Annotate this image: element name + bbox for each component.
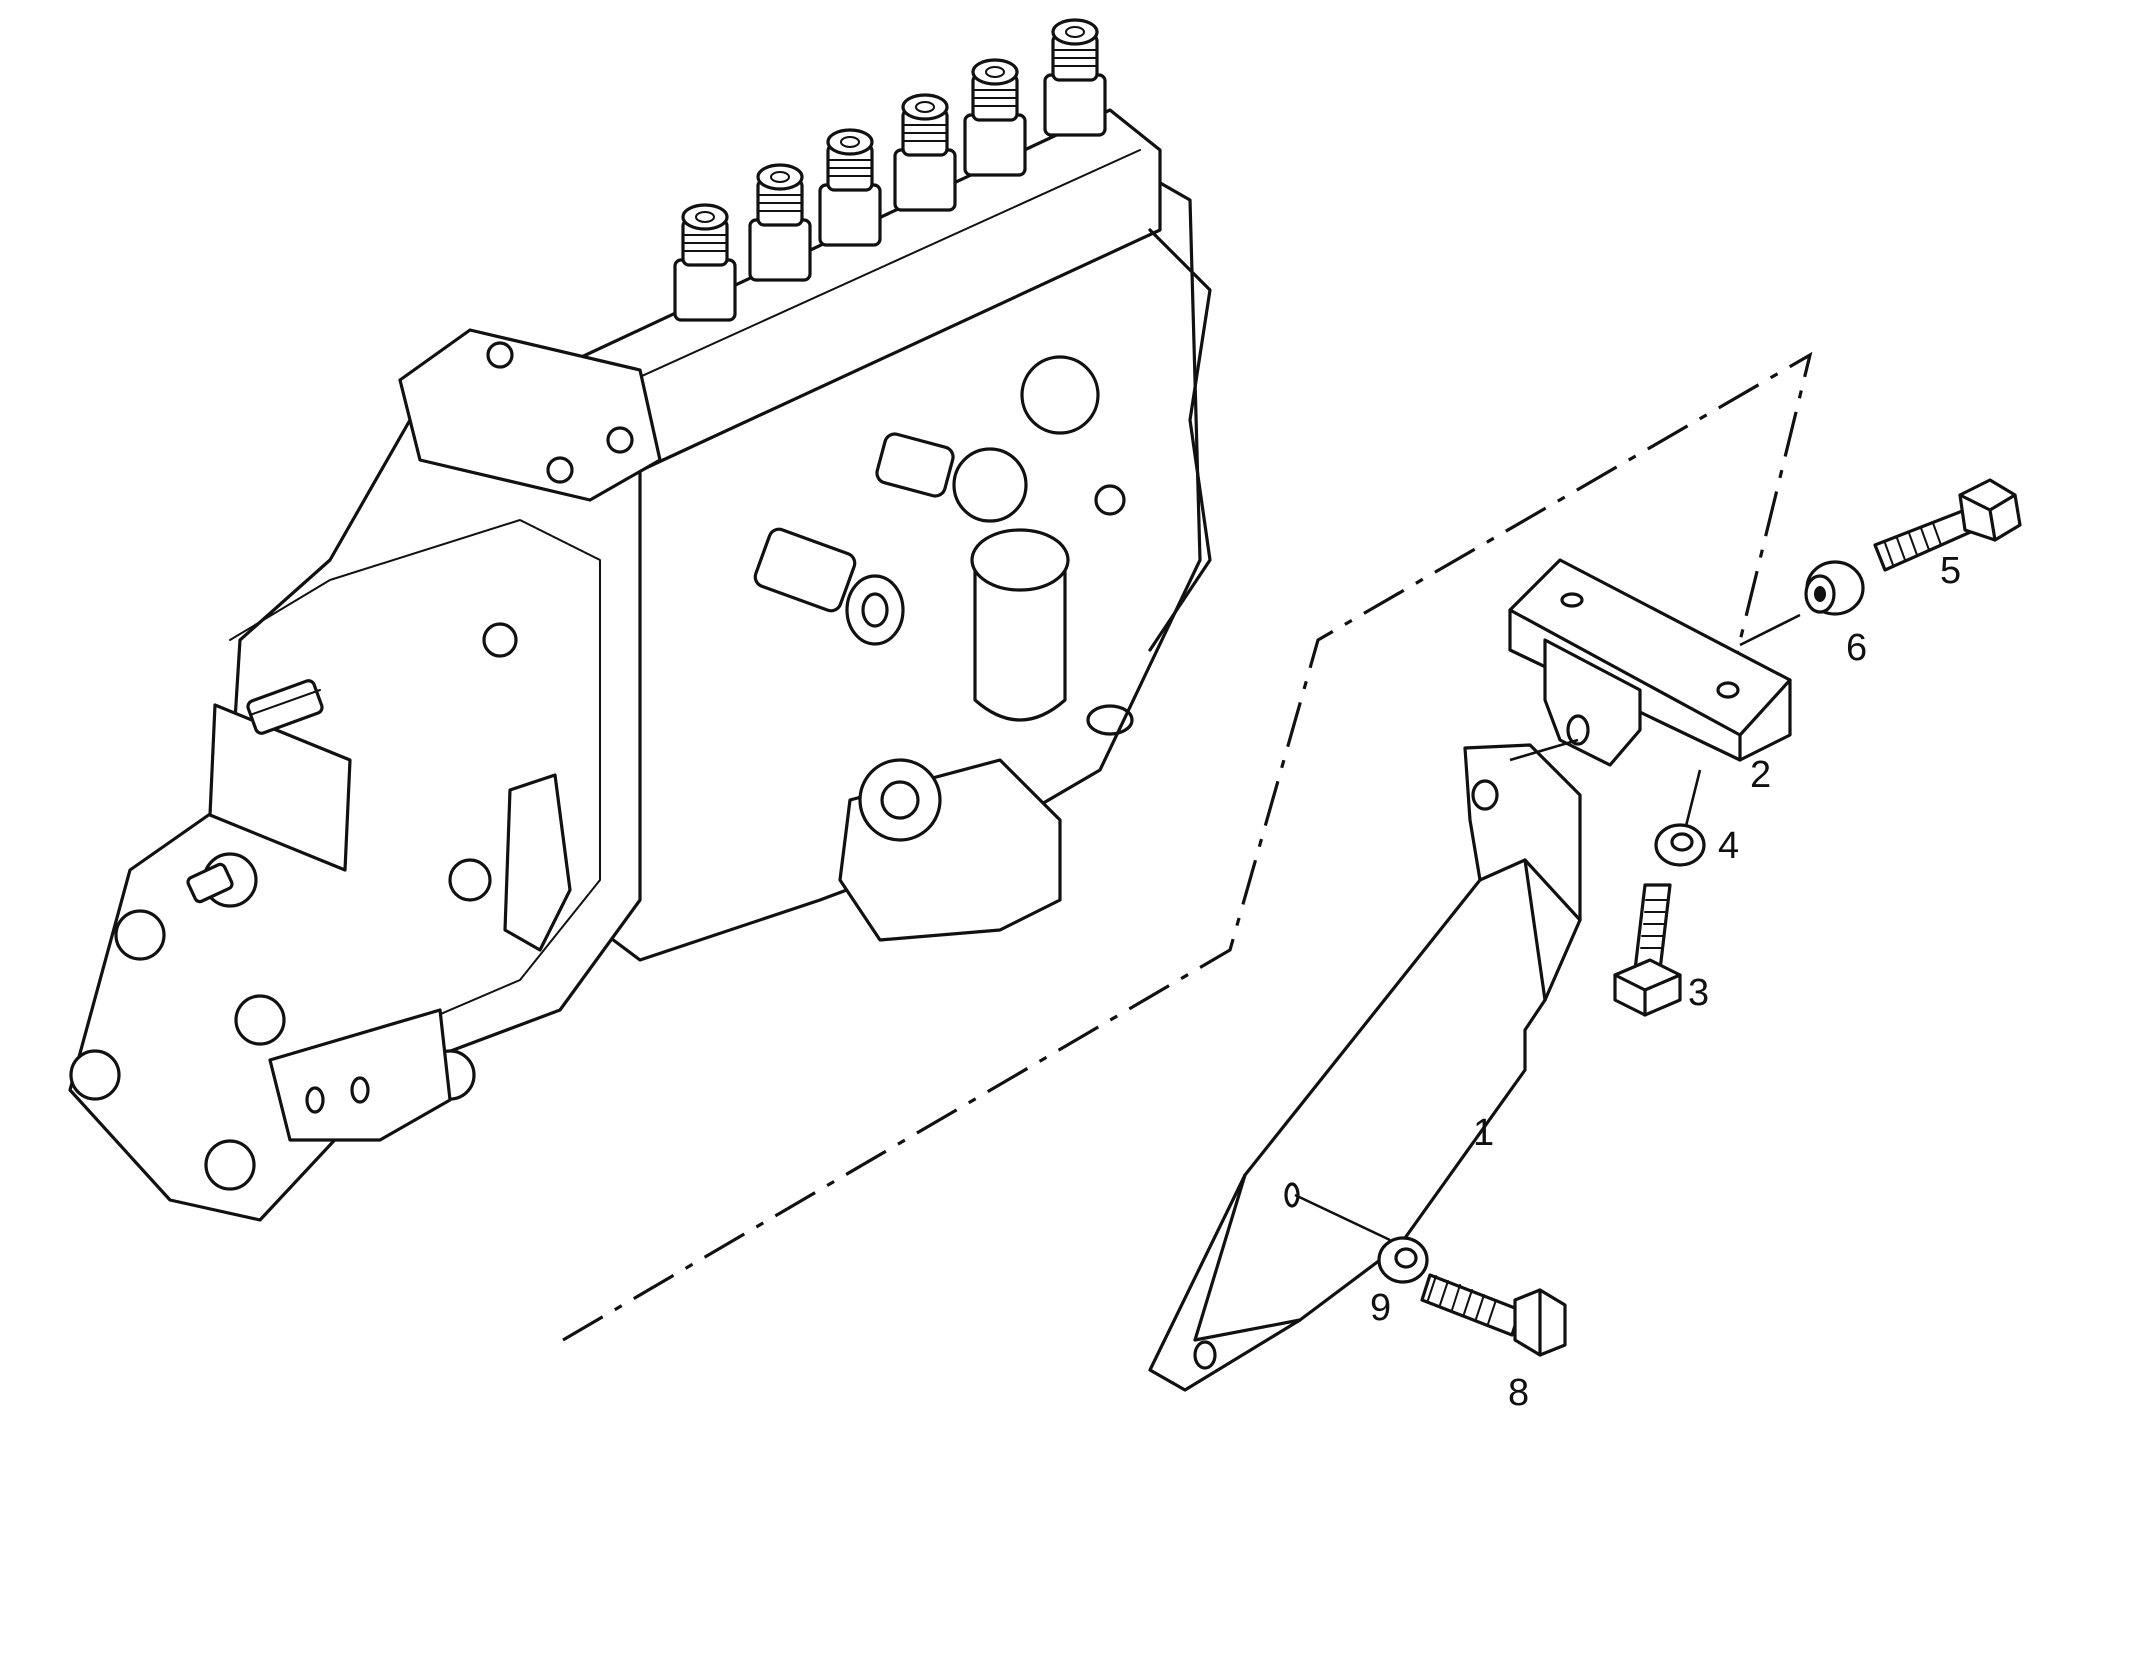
callout-8: 8 — [1508, 1372, 1529, 1414]
callout-1: 1 — [1473, 1112, 1494, 1154]
part-1-bracket — [1148, 743, 1582, 1392]
part-2-bracket — [1508, 558, 1792, 767]
callout-6: 6 — [1846, 627, 1867, 669]
part-4-washer — [1654, 823, 1706, 867]
part-9-washer — [1377, 1236, 1429, 1284]
part-6-spacer — [1804, 560, 1865, 616]
callout-5: 5 — [1940, 550, 1961, 592]
injection-pump-assembly — [68, 18, 1212, 1222]
part-8-bolt — [1420, 1273, 1567, 1357]
callout-9: 9 — [1370, 1287, 1391, 1329]
delivery-valve-row — [673, 18, 1107, 322]
assembly-leader-line — [562, 351, 1813, 1342]
part-3-bolt — [1613, 883, 1682, 1017]
callout-3: 3 — [1688, 972, 1709, 1014]
callout-4: 4 — [1718, 825, 1739, 867]
part-5-bolt — [1873, 478, 2022, 572]
callout-2: 2 — [1750, 754, 1771, 796]
